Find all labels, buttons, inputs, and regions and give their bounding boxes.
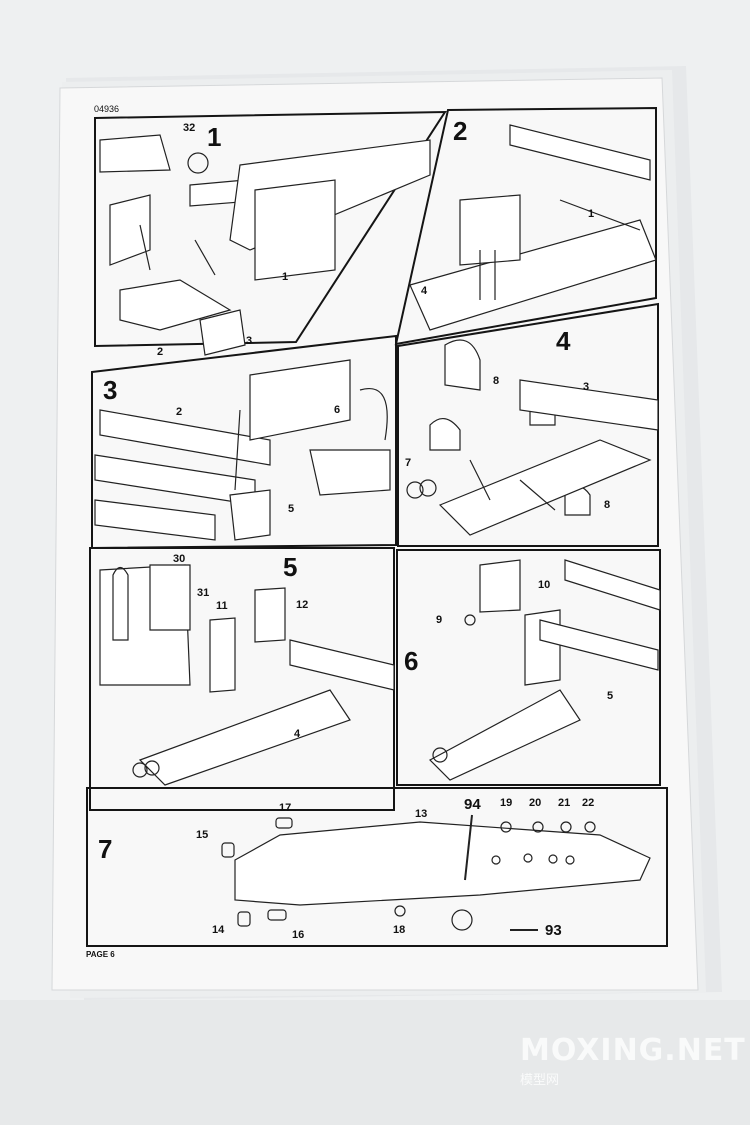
part-label: 4 bbox=[294, 728, 301, 740]
part-label: 30 bbox=[173, 553, 186, 565]
part-label: 3 bbox=[246, 335, 253, 347]
part-label: 20 bbox=[529, 797, 542, 809]
part-label: 1 bbox=[282, 271, 289, 283]
part-label: 22 bbox=[582, 797, 595, 809]
part-label: 11 bbox=[216, 600, 228, 612]
part-label: 6 bbox=[334, 404, 341, 416]
part-label: 8 bbox=[493, 375, 500, 387]
step-5-number: 5 bbox=[283, 552, 298, 582]
part-label: 16 bbox=[292, 929, 305, 941]
part-label: 94 bbox=[464, 796, 481, 813]
step-7-number: 7 bbox=[98, 834, 113, 864]
step-4-number: 4 bbox=[556, 326, 571, 356]
part-label: 5 bbox=[288, 503, 295, 515]
part-label: 93 bbox=[545, 922, 562, 939]
step-1-number: 1 bbox=[207, 122, 222, 152]
part-label: 13 bbox=[415, 808, 428, 820]
part-label: 21 bbox=[558, 797, 571, 809]
watermark-chinese: 模型网 bbox=[520, 1072, 560, 1087]
part-label: 19 bbox=[500, 797, 513, 809]
step-2-number: 2 bbox=[453, 116, 468, 146]
part-label: 18 bbox=[393, 924, 406, 936]
part-label: 10 bbox=[538, 579, 551, 591]
part-label: 2 bbox=[176, 406, 183, 418]
part-label: 32 bbox=[183, 122, 196, 134]
part-label: 2 bbox=[157, 346, 164, 358]
part-label: 3 bbox=[583, 381, 590, 393]
step-3-number: 3 bbox=[103, 375, 118, 405]
part-label: 7 bbox=[405, 457, 412, 469]
part-label: 8 bbox=[604, 499, 611, 511]
kit-code: 04936 bbox=[94, 104, 120, 114]
part-label: 5 bbox=[607, 690, 614, 702]
part-label: 9 bbox=[436, 614, 443, 626]
watermark-site: MOXING.NET bbox=[520, 1033, 746, 1068]
part-label: 14 bbox=[212, 924, 225, 936]
part-label: 12 bbox=[296, 599, 309, 611]
part-label: 15 bbox=[196, 829, 209, 841]
page-label: PAGE 6 bbox=[86, 950, 115, 959]
step-6-number: 6 bbox=[404, 646, 419, 676]
part-label: 1 bbox=[588, 208, 595, 220]
part-label: 4 bbox=[421, 285, 428, 297]
part-label: 31 bbox=[197, 587, 210, 599]
part-label: 17 bbox=[279, 802, 292, 814]
